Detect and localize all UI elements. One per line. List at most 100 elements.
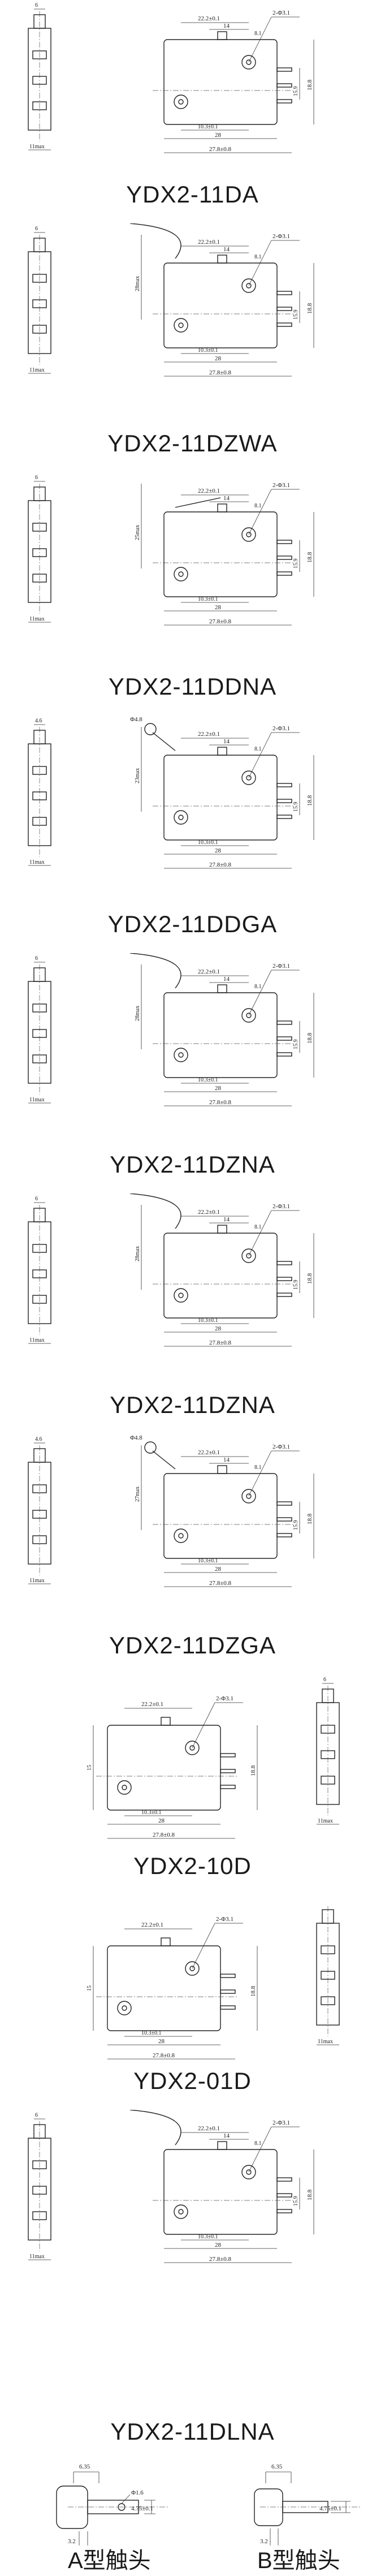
model-label: YDX2-10D [133,1853,252,1879]
mount-hole-dim: 2-Φ3.1 [272,482,290,489]
terminal [276,815,292,819]
body-width-dim: 28 [215,604,222,611]
mount-hole [241,770,256,785]
hole-offset-dim: 10.3±0.1 [198,1317,218,1324]
total-length-dim: 27.8±0.8 [209,1339,232,1346]
mount-hole [241,1489,256,1504]
terminal-pitch-dim: 15.9 [293,1280,299,1290]
hole-pitch-dim: 22.2±0.1 [141,1701,163,1708]
b-type-contact: 6.35 4.75±0.1 3.2 B型触头 [254,2463,362,2573]
side-view: 11max [316,1906,340,2045]
terminal [276,1533,292,1537]
hole-offset-dim: 10.3±0.1 [141,2030,162,2036]
hole-pitch-dim: 22.2±0.1 [198,1449,220,1456]
b-type-label: B型触头 [257,2548,340,2573]
body-width-dim: 28 [215,1085,222,1092]
body-width-dim: 28 [215,1325,222,1332]
lever-arm [129,2110,181,2146]
total-length-dim: 27.8±0.8 [209,1580,232,1587]
body-height-dim: 18.8 [306,1513,313,1524]
offset-dim: 14 [223,1457,230,1463]
plunger [217,984,227,993]
mount-hole [174,1528,188,1543]
plunger [161,1937,171,1946]
plunger [217,1465,227,1474]
total-length-dim: 27.8±0.8 [209,618,232,625]
mount-hole [241,55,256,70]
mount-hole [174,810,188,825]
side-max-dim: 11max [318,1818,333,1824]
body-width-dim: 28 [215,355,222,362]
lever-arm [152,732,176,751]
offset-dim: 14 [223,738,230,745]
front-view: 22.2±0.1148.12-Φ3.12827.8±0.810.3±0.115.… [129,953,314,1106]
mount-hole [117,1780,132,1795]
roller-dim: Φ4.8 [130,716,142,723]
body-height-dim: 18.8 [306,795,313,806]
terminal [220,1785,236,1789]
side-max-dim: 11max [29,144,45,150]
mount-hole-dim: 2-Φ3.1 [216,1916,233,1923]
hole-offset-dim: 10.3±0.1 [198,124,218,130]
body-height-dim: 18.8 [306,1032,313,1044]
terminal [276,2177,292,2182]
lever-height-dim: 28max [135,1246,141,1261]
body-height-dim: 18.8 [306,552,313,563]
terminal [220,1989,236,1994]
side-max-dim: 11max [318,2039,333,2045]
plunger-dim: 8.1 [254,503,262,509]
terminal [276,571,292,576]
side-max-dim: 11max [29,1578,45,1584]
body-width-dim: 28 [158,1817,165,1824]
lever-height-dim: 28max [135,276,141,291]
side-width-dim: 6 [35,2,38,8]
side-max-dim: 11max [29,859,45,865]
switch-drawing: 4.611maxΦ4.822.2±0.1148.12-Φ3.12827.8±0.… [28,1435,314,1587]
front-view: 22.2±0.1148.12-Φ3.12827.8±0.810.3±0.115.… [129,1194,314,1347]
body-width-dim: 28 [215,2242,222,2248]
offset-dim: 14 [223,23,230,29]
mount-hole [241,1248,256,1263]
side-width-dim: 4.6 [35,1436,42,1442]
terminal [276,2209,292,2213]
contact-types-row: 6.35 Φ1.6 4.75±0.1 3.2 A型触头 6.35 [0,2461,385,2573]
plunger [217,503,227,512]
mount-hole-dim: 2-Φ3.1 [272,2120,290,2126]
mount-hole [241,278,256,293]
terminal-pitch-dim: 15.9 [293,802,299,812]
body-height-dim: 18.8 [250,1765,257,1776]
b-pitch-dim: 4.75±0.1 [319,2505,341,2512]
body-height-dim: 18.8 [250,1985,257,1997]
body-height-dim: 18.8 [306,79,313,91]
terminal [276,1261,292,1265]
terminal [276,2193,292,2198]
total-length-dim: 27.8±0.8 [209,369,232,376]
body-width-dim: 28 [158,2038,165,2045]
mount-hole [185,1741,200,1755]
mount-hole-dim: 2-Φ3.1 [216,1695,233,1702]
side-width-dim: 6 [35,475,38,481]
terminal-pitch-dim: 15.9 [293,87,299,97]
model-label: YDX2-01D [133,2067,252,2094]
side-view: 4.6 11max [28,1436,51,1584]
mount-hole-dim: 2-Φ3.1 [272,1203,290,1210]
a-contact-blade [87,2500,139,2514]
hole-offset-dim: 10.3±0.1 [198,596,218,602]
lever-arm [129,223,181,259]
mount-hole [174,1048,188,1062]
hole-pitch-dim: 22.2±0.1 [198,15,220,22]
mount-hole-dim: 2-Φ3.1 [272,1444,290,1450]
hole-pitch-dim: 22.2±0.1 [141,1922,163,1928]
front-view: 22.2±0.1148.12-Φ3.12827.8±0.810.3±0.115.… [129,223,314,377]
switch-drawing: 611max22.2±0.1148.12-Φ3.12827.8±0.810.3±… [28,953,314,1106]
hole-offset-dim: 10.3±0.1 [198,2234,218,2240]
offset-dim: 14 [223,495,230,502]
b-thick-dim: 3.2 [260,2538,268,2545]
